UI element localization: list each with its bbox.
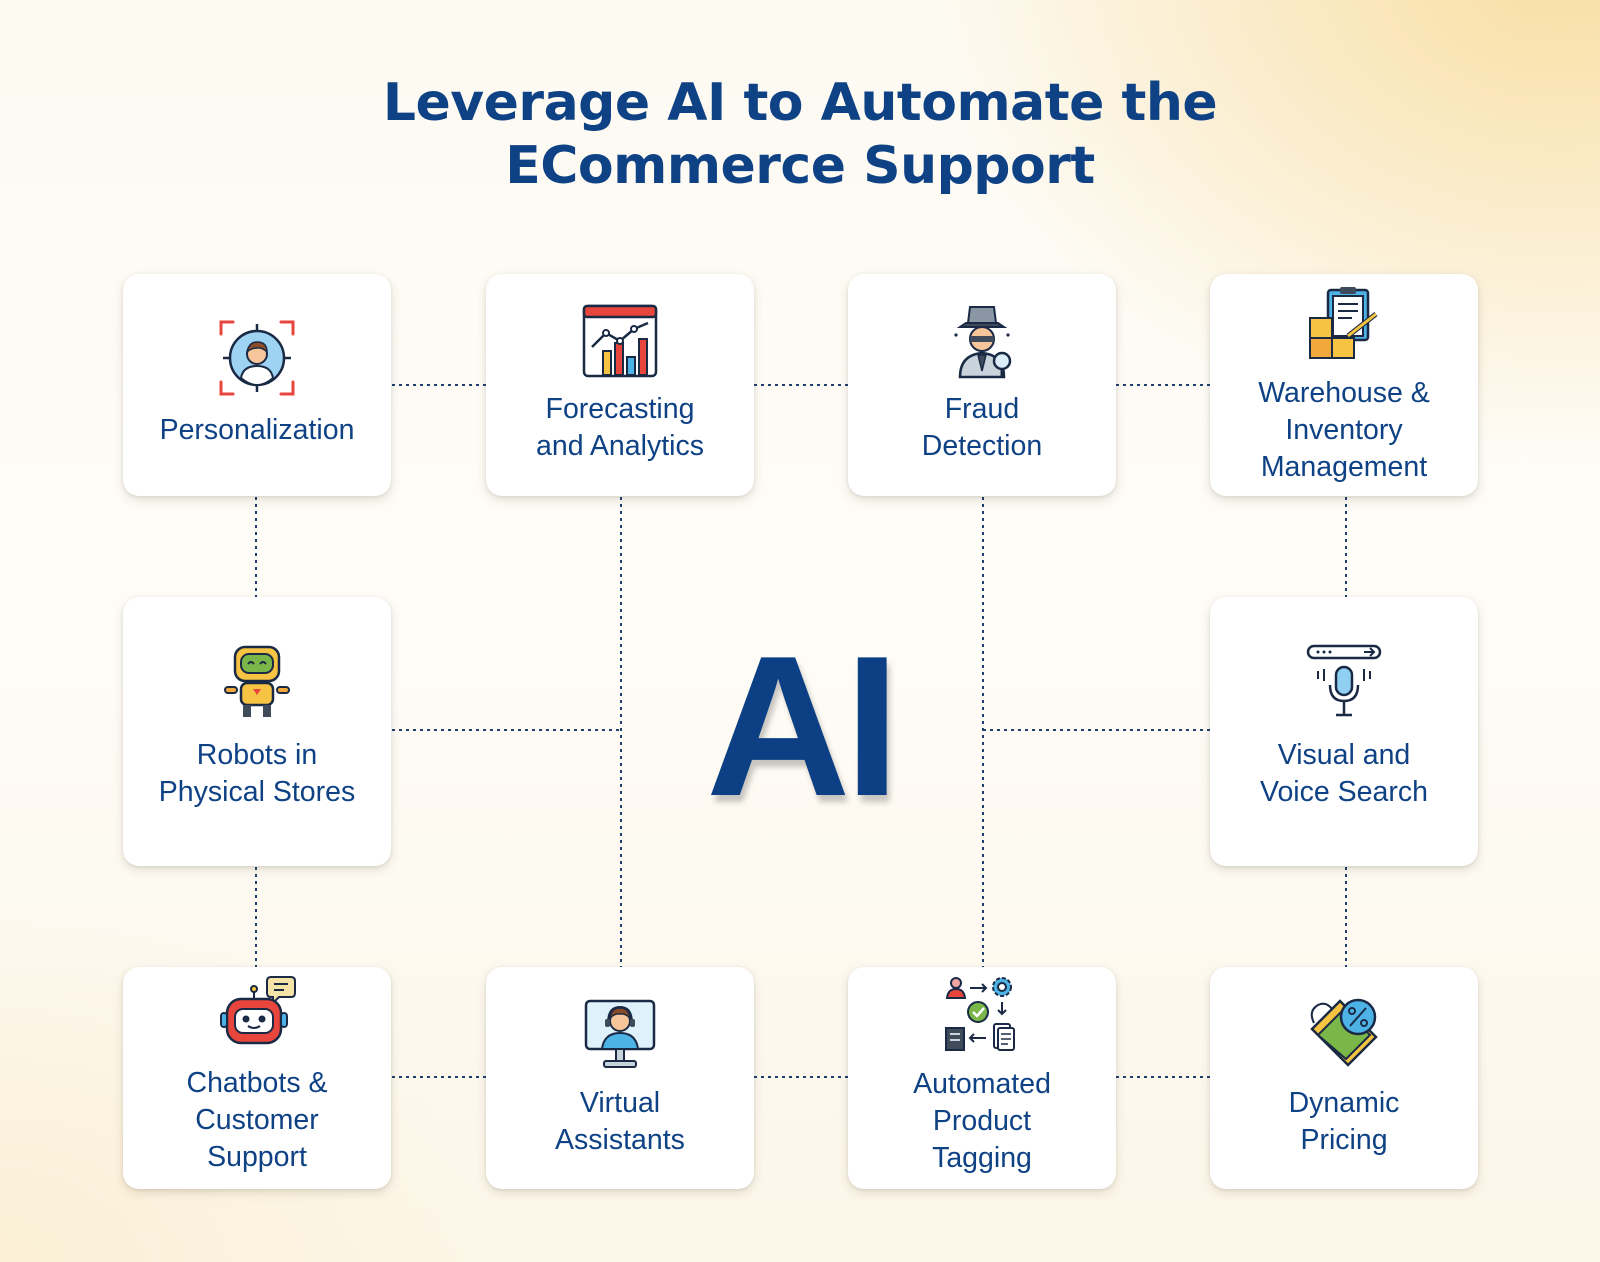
microphone-search-icon bbox=[1306, 644, 1382, 717]
card-visual-voice-search: Visual and Voice Search bbox=[1210, 597, 1478, 866]
card-chatbots-support: Chatbots & Customer Support bbox=[123, 967, 391, 1189]
price-tag-icon bbox=[1310, 998, 1378, 1067]
card-dynamic-pricing: Dynamic Pricing bbox=[1210, 967, 1478, 1189]
analytics-chart-icon bbox=[582, 304, 658, 378]
card-label: Virtual Assistants bbox=[555, 1087, 685, 1156]
card-label: Robots in Physical Stores bbox=[158, 739, 356, 808]
card-label: Warehouse & Inventory Management bbox=[1258, 377, 1430, 483]
headset-monitor-icon bbox=[584, 999, 656, 1068]
chatbot-icon bbox=[220, 976, 296, 1045]
clipboard-boxes-icon bbox=[1309, 287, 1378, 359]
card-personalization: Personalization bbox=[123, 274, 391, 496]
card-label: Personalization bbox=[159, 414, 355, 446]
card-label: Fraud Detection bbox=[921, 393, 1043, 462]
card-warehouse-inventory: Warehouse & Inventory Management bbox=[1210, 274, 1478, 496]
page-title: Leverage AI to Automate the ECommerce Su… bbox=[382, 73, 1218, 196]
card-label: Automated Product Tagging bbox=[913, 1068, 1051, 1174]
card-label: Dynamic Pricing bbox=[1288, 1087, 1400, 1156]
automation-flow-icon bbox=[945, 977, 1015, 1051]
card-label: Chatbots & Customer Support bbox=[186, 1067, 328, 1173]
card-forecasting: Forecasting and Analytics bbox=[486, 274, 754, 496]
card-label: Forecasting and Analytics bbox=[536, 393, 704, 462]
detective-icon bbox=[954, 306, 1012, 379]
card-robots-stores: Robots in Physical Stores bbox=[123, 597, 391, 866]
card-product-tagging: Automated Product Tagging bbox=[848, 967, 1116, 1189]
ai-center-label: AI bbox=[706, 615, 900, 838]
card-label: Visual and Voice Search bbox=[1260, 739, 1428, 808]
person-target-icon bbox=[219, 320, 295, 396]
robot-icon bbox=[224, 645, 290, 717]
card-virtual-assistants: Virtual Assistants bbox=[486, 967, 754, 1189]
card-fraud-detection: Fraud Detection bbox=[848, 274, 1116, 496]
